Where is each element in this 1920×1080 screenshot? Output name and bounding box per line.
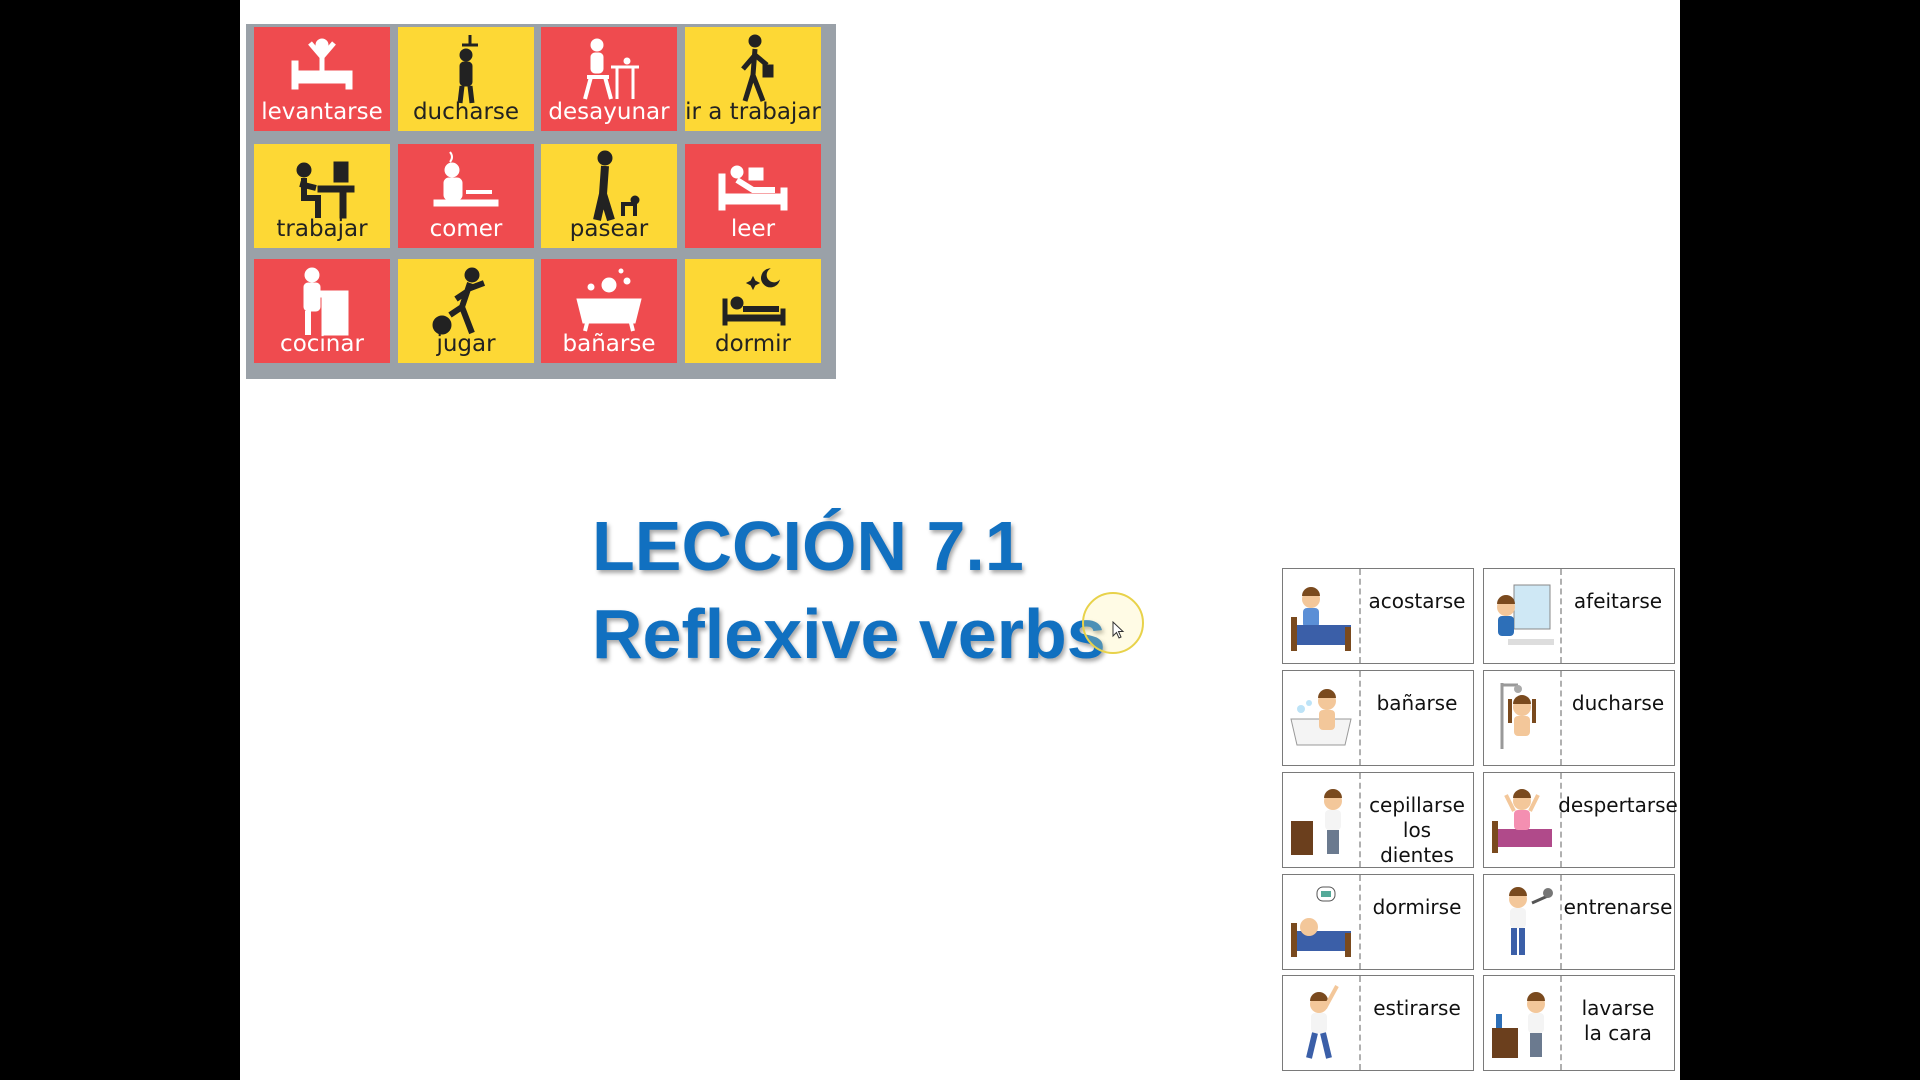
routine-tile-label: bañarse [562, 331, 656, 357]
verb-card-word: entrenarse [1563, 881, 1673, 963]
routine-tile-leer: leer [685, 144, 821, 248]
bath-icon [541, 265, 677, 335]
card-divider [1359, 976, 1361, 1070]
brush-teeth-icon [1291, 789, 1342, 855]
wash-face-icon [1492, 992, 1545, 1058]
routine-tile-pasear: pasear [541, 144, 677, 248]
slide: levantarse ducharse desayunar ir a trabajar… [240, 0, 1680, 1080]
verb-card-banarse: bañarse [1282, 670, 1474, 766]
verb-card-word: ducharse [1564, 677, 1672, 759]
card-divider [1359, 671, 1361, 765]
sleep-icon [685, 265, 821, 335]
routine-tile-label: desayunar [548, 99, 670, 125]
wake-up-girl-icon [1492, 789, 1552, 853]
verb-card-text: ducharse [1571, 691, 1665, 715]
walk-dog-icon [541, 150, 677, 222]
routine-tile-ducharse: ducharse [398, 27, 534, 131]
verb-card-acostarse: acostarse [1282, 568, 1474, 664]
verb-card-entrenarse: entrenarse [1483, 874, 1675, 970]
verb-card-word: dormirse [1363, 881, 1471, 963]
routine-tile-label: ducharse [412, 99, 520, 125]
card-divider [1560, 671, 1562, 765]
reflexive-verb-cards: acostarse afeitarse bañarse ducharse cepilla… [1280, 568, 1680, 1080]
routine-tile-label: leer [730, 216, 776, 242]
verb-card-lavarse: lavarse la cara [1483, 975, 1675, 1071]
routine-tile-label: levantarse [261, 99, 383, 125]
verb-card-text: despertarse [1558, 793, 1678, 817]
routine-tile-ir-a-trabajar: ir a trabajar [685, 27, 821, 131]
card-divider [1359, 773, 1361, 867]
mouse-pointer-icon [1112, 621, 1125, 639]
routine-tile-trabajar: trabajar [254, 144, 390, 248]
card-divider [1560, 569, 1562, 663]
routine-tile-label: comer [429, 216, 503, 242]
verb-card-word: afeitarse [1564, 575, 1672, 657]
play-ball-icon [398, 265, 534, 335]
lesson-subtitle: Reflexive verbs [592, 595, 1106, 673]
verb-card-cepillarse: cepillarse los dientes [1282, 772, 1474, 868]
verb-card-word: estirarse [1363, 982, 1471, 1064]
routine-tile-label: dormir [715, 331, 791, 357]
verb-card-word: lavarse la cara [1564, 982, 1672, 1064]
verb-card-word: despertarse [1558, 779, 1678, 861]
verb-card-word: bañarse [1363, 677, 1471, 759]
card-divider [1560, 773, 1562, 867]
walk-to-work-icon [685, 33, 821, 103]
desk-work-icon [254, 150, 390, 220]
routine-tile-label: jugar [436, 331, 496, 357]
verb-card-dormirse: dormirse [1282, 874, 1474, 970]
read-in-bed-icon [685, 150, 821, 220]
verb-card-word: acostarse [1363, 575, 1471, 657]
verb-card-text: lavarse la cara [1581, 996, 1655, 1045]
cook-icon [254, 265, 390, 336]
verb-card-text: estirarse [1373, 996, 1461, 1020]
verb-card-despertarse: despertarse [1483, 772, 1678, 868]
routine-tile-cocinar: cocinar [254, 259, 390, 363]
lesson-heading: LECCIÓN 7.1 [592, 507, 1024, 585]
card-divider [1560, 976, 1562, 1070]
verb-card-text: cepillarse los dientes [1369, 793, 1465, 867]
verb-card-text: entrenarse [1563, 895, 1673, 919]
bathtub-icon [1290, 689, 1352, 746]
stretch-icon [1306, 985, 1339, 1059]
routine-tile-label: ir a trabajar [685, 99, 821, 125]
verb-card-text: acostarse [1368, 589, 1466, 613]
daily-routine-grid: levantarse ducharse desayunar ir a trabajar… [246, 24, 836, 379]
card-divider [1560, 875, 1562, 969]
routine-tile-jugar: jugar [398, 259, 534, 363]
verb-card-word: cepillarse los dientes [1363, 779, 1471, 867]
verb-card-ducharse: ducharse [1483, 670, 1675, 766]
card-divider [1359, 875, 1361, 969]
sleeping-boy-icon [1291, 886, 1351, 957]
shaving-mirror-icon [1497, 584, 1554, 645]
shower-girl-icon [1500, 683, 1536, 749]
dumbbell-icon [1509, 887, 1553, 955]
routine-tile-levantarse: levantarse [254, 27, 390, 131]
verb-card-text: bañarse [1376, 691, 1458, 715]
routine-tile-dormir: dormir [685, 259, 821, 363]
slide-title: LECCIÓN 7.1 Reflexive verbs [592, 502, 1106, 678]
card-divider [1359, 569, 1361, 663]
routine-tile-desayunar: desayunar [541, 27, 677, 131]
routine-tile-label: trabajar [276, 216, 368, 242]
shower-icon [398, 33, 534, 104]
routine-tile-banarse: bañarse [541, 259, 677, 363]
verb-card-estirarse: estirarse [1282, 975, 1474, 1071]
wake-up-icon [254, 33, 390, 103]
routine-tile-comer: comer [398, 144, 534, 248]
verb-card-text: afeitarse [1573, 589, 1663, 613]
breakfast-icon [541, 33, 677, 103]
verb-card-text: dormirse [1372, 895, 1462, 919]
eat-icon [398, 150, 534, 220]
boy-in-bed-icon [1291, 587, 1351, 651]
verb-card-afeitarse: afeitarse [1483, 568, 1675, 664]
